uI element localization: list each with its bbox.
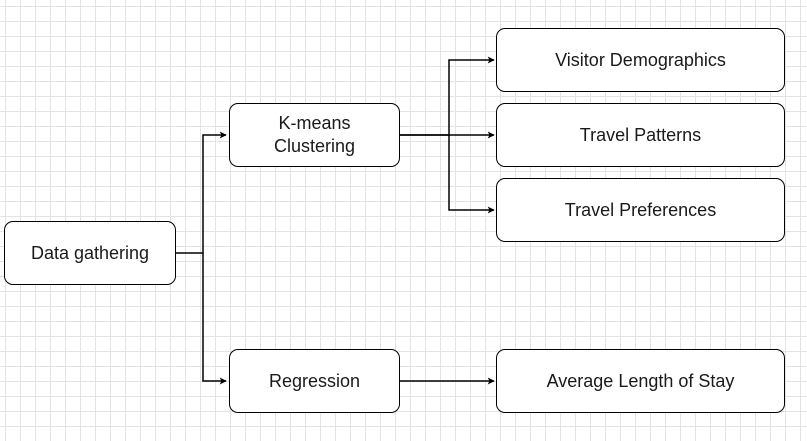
node-kmeans-clustering[interactable]: K-means Clustering	[229, 103, 400, 167]
node-travel-patterns-label: Travel Patterns	[579, 124, 702, 145]
edge-kmeans-to-visitor-demographics	[400, 56, 495, 136]
node-average-length-of-stay-label: Average Length of Stay	[546, 370, 735, 391]
node-travel-patterns[interactable]: Travel Patterns	[496, 103, 785, 167]
node-visitor-demographics[interactable]: Visitor Demographics	[496, 28, 785, 92]
edge-data-gathering-to-regression	[202, 253, 227, 385]
node-visitor-demographics-label: Visitor Demographics	[555, 49, 726, 70]
node-kmeans-label-line2: Clustering	[273, 136, 356, 156]
edge-kmeans-to-travel-preferences	[448, 135, 495, 214]
node-kmeans-label-line1: K-means	[278, 113, 351, 133]
node-regression-label: Regression	[268, 370, 361, 391]
node-data-gathering[interactable]: Data gathering	[4, 221, 176, 285]
node-travel-preferences[interactable]: Travel Preferences	[496, 178, 785, 242]
node-travel-preferences-label: Travel Preferences	[564, 199, 717, 220]
node-average-length-of-stay[interactable]: Average Length of Stay	[496, 349, 785, 413]
node-data-gathering-label: Data gathering	[30, 242, 150, 263]
node-regression[interactable]: Regression	[229, 349, 400, 413]
edge-data-gathering-to-kmeans	[176, 131, 227, 254]
